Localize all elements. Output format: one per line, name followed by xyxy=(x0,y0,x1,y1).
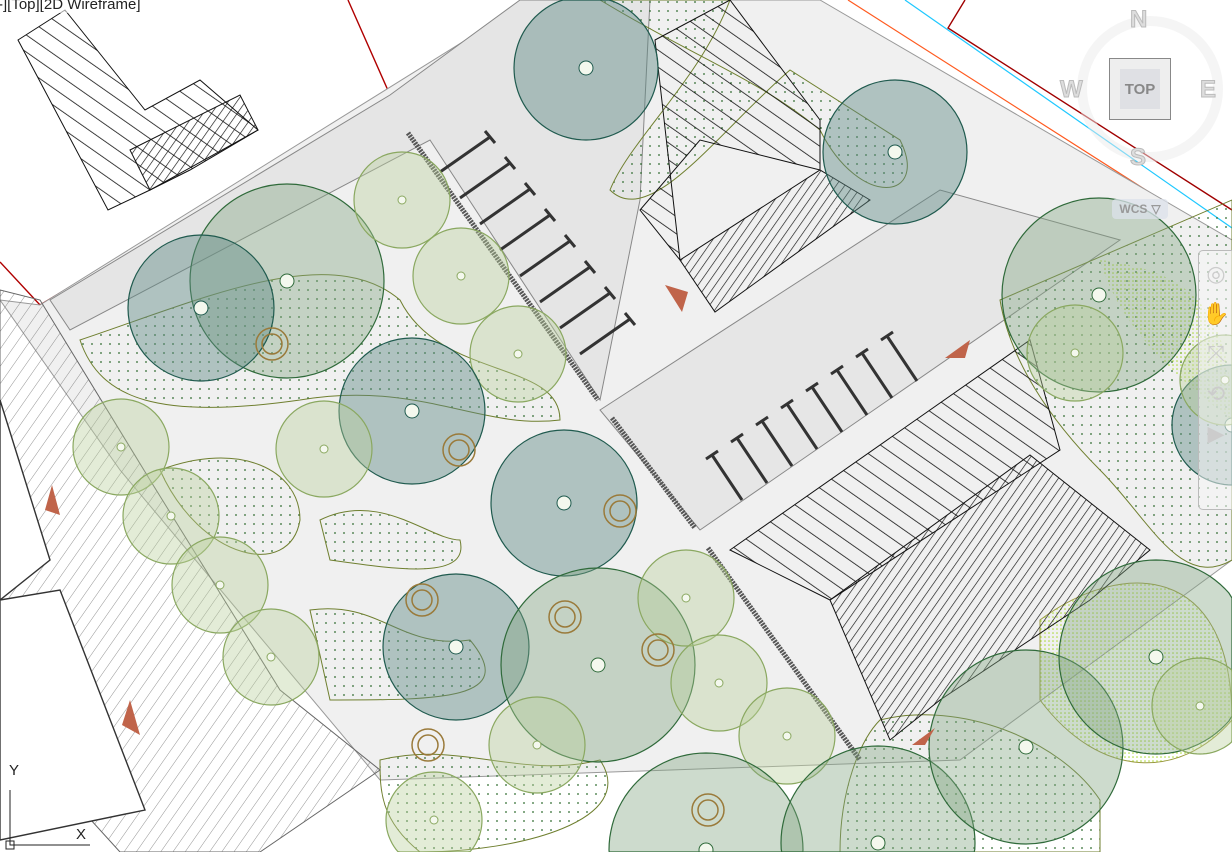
viewcube-face-label: TOP xyxy=(1120,69,1160,109)
tree-trunk xyxy=(429,815,439,825)
parking-stall-line xyxy=(459,156,517,200)
existing-tree-symbol xyxy=(417,734,439,756)
zoom-extents-icon[interactable]: ⤧ xyxy=(1207,341,1225,366)
tree-trunk xyxy=(166,511,176,521)
existing-tree-symbol xyxy=(603,494,637,528)
showmotion-icon[interactable]: ▶ xyxy=(1207,421,1225,446)
existing-tree-symbol xyxy=(609,500,631,522)
tree-trunk xyxy=(1070,348,1080,358)
parking-stall-line xyxy=(479,182,537,226)
parking-stall-line xyxy=(519,234,577,278)
compass-west[interactable]: W xyxy=(1060,76,1084,104)
tree-trunk xyxy=(1091,287,1107,303)
parking-stall-line xyxy=(705,449,744,501)
parking-stall-line xyxy=(730,432,769,484)
existing-tree-symbol xyxy=(255,327,289,361)
tree-trunk xyxy=(556,495,572,511)
ucs-x-label: X xyxy=(76,826,87,843)
pan-icon[interactable]: ✋ xyxy=(1202,301,1230,326)
viewcube-top-face[interactable]: TOP xyxy=(1109,58,1171,120)
tree-canopy xyxy=(780,745,976,852)
tree-trunk xyxy=(266,652,276,662)
existing-tree-symbol xyxy=(442,433,476,467)
viewport-label[interactable]: -][Top][2D Wireframe] xyxy=(0,0,143,13)
tree-trunk xyxy=(215,580,225,590)
existing-tree-symbol xyxy=(448,439,470,461)
chevron-down-icon: ▽ xyxy=(1151,202,1161,216)
tree-trunk xyxy=(887,144,903,160)
parking-stall-line xyxy=(439,130,497,174)
buildings xyxy=(0,0,1151,852)
parking-stall-line xyxy=(830,364,869,416)
existing-tree-symbol xyxy=(261,333,283,355)
wcs-menu[interactable]: WCS▽ xyxy=(1112,199,1168,219)
tree-trunk xyxy=(1195,701,1205,711)
tree-trunk xyxy=(578,60,594,76)
section-markers xyxy=(45,285,970,745)
parking-stall-line xyxy=(855,347,894,399)
tree-canopy xyxy=(385,771,483,852)
existing-tree-symbol xyxy=(405,583,439,617)
tree-canopy xyxy=(1058,559,1232,755)
tree-trunk xyxy=(1018,739,1034,755)
navigation-bar[interactable]: ◎ ✋ ⤧ ⟲ ▶ xyxy=(1198,250,1232,510)
tree-trunk xyxy=(714,678,724,688)
tree-trunk xyxy=(870,835,886,851)
tree-trunk xyxy=(1148,649,1164,665)
existing-tree-symbol xyxy=(554,606,576,628)
parking-stall-line xyxy=(539,260,597,304)
parking-stall-line xyxy=(755,415,794,467)
ucs-icon: Y X xyxy=(0,760,110,852)
tree-trunk xyxy=(590,657,606,673)
compass-east[interactable]: E xyxy=(1199,76,1217,104)
tree-trunk xyxy=(681,593,691,603)
trees xyxy=(72,0,1232,852)
tree-trunk xyxy=(448,639,464,655)
tree-trunk xyxy=(279,273,295,289)
tree-canopy xyxy=(608,752,804,852)
parking-stall-line xyxy=(579,312,637,356)
existing-tree-symbol xyxy=(697,799,719,821)
existing-tree-symbol xyxy=(411,728,445,762)
parking-stall-line xyxy=(780,398,819,450)
tree-trunk xyxy=(319,444,329,454)
parking-stall-line xyxy=(880,330,919,382)
tree-canopy xyxy=(1151,657,1232,755)
tree-trunk xyxy=(404,403,420,419)
parking-stalls xyxy=(439,130,919,501)
existing-tree-symbol xyxy=(548,600,582,634)
steering-wheel-icon[interactable]: ◎ xyxy=(1206,261,1226,286)
tree-trunk xyxy=(782,731,792,741)
tree-trunk xyxy=(698,842,714,852)
tree-trunk xyxy=(532,740,542,750)
tree-trunk xyxy=(456,271,466,281)
wcs-label: WCS xyxy=(1119,202,1148,216)
orbit-icon[interactable]: ⟲ xyxy=(1206,381,1226,406)
existing-tree-symbol xyxy=(647,639,669,661)
parking-stall-line xyxy=(499,208,557,252)
viewcube[interactable]: N S W E TOP xyxy=(1060,0,1223,172)
tree-trunk xyxy=(116,442,126,452)
existing-tree-symbol xyxy=(641,633,675,667)
tree-trunk xyxy=(193,300,209,316)
ucs-y-label: Y xyxy=(9,762,20,779)
tree-trunk xyxy=(397,195,407,205)
tree-trunk xyxy=(513,349,523,359)
existing-tree-symbol xyxy=(691,793,725,827)
compass-south[interactable]: S xyxy=(1129,144,1147,172)
parking-stall-line xyxy=(805,381,844,433)
parking-stall-line xyxy=(559,286,617,330)
existing-tree-symbol xyxy=(411,589,433,611)
compass-north[interactable]: N xyxy=(1129,6,1148,34)
viewcube-compass-ring[interactable] xyxy=(1077,16,1223,162)
